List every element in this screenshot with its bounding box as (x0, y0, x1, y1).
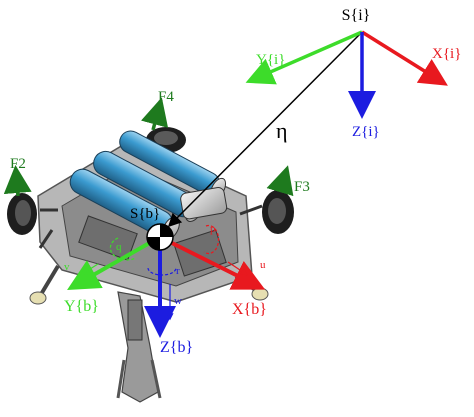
thrust-vectors (3, 97, 294, 197)
rov-vehicle (7, 127, 294, 403)
rotation-q-arc (109, 237, 137, 261)
body-y-axis (67, 235, 161, 290)
manipulator-arm (116, 291, 162, 403)
rotation-q-label: q (116, 241, 122, 253)
labels: S{i} X{i} Y{i} Z{i} η F4 F2 F3 S{b} X{b}… (10, 7, 461, 356)
thrust-f4-label: F3 (294, 179, 310, 195)
thruster-left (7, 193, 37, 235)
velocity-v-arrow (79, 263, 99, 276)
body-y-label: Y{b} (64, 298, 99, 315)
center-of-gravity-icon (146, 223, 174, 251)
velocity-u-label: u (260, 259, 266, 271)
thrust-f2-label: F2 (10, 156, 26, 172)
rotation-p-arc (203, 224, 220, 255)
inertial-z-label: Z{i} (352, 124, 380, 140)
inertial-y-axis (245, 30, 363, 85)
thrust-f3-label: F4 (158, 89, 174, 105)
battery-cylinders (69, 130, 228, 240)
inertial-frame (245, 30, 448, 119)
thrust-arrow-f4 (266, 165, 294, 197)
rotation-r-label: r (176, 265, 180, 277)
rotation-p-label: p (210, 223, 216, 235)
inertial-y-label: Y{i} (256, 52, 285, 68)
body-x-label: X{b} (232, 301, 267, 318)
body-frame (67, 223, 266, 338)
inertial-origin-label: S{i} (342, 7, 371, 24)
eta-label: η (276, 118, 288, 143)
body-x-axis (159, 235, 266, 290)
velocity-w-label: w (174, 295, 182, 307)
inertial-x-label: X{i} (432, 46, 461, 62)
position-vector-eta (167, 31, 363, 228)
rotation-r-arc (147, 267, 177, 276)
velocity-u-arrow (227, 261, 248, 276)
body-origin-label: S{b} (130, 206, 160, 222)
thruster-right (262, 190, 294, 234)
thrust-arrow-f2 (3, 165, 32, 197)
thrust-arrow-f3 (141, 97, 169, 131)
velocity-v-label: v (64, 261, 70, 273)
body-z-label: Z{b} (160, 339, 193, 356)
inertial-x-axis (361, 30, 448, 86)
